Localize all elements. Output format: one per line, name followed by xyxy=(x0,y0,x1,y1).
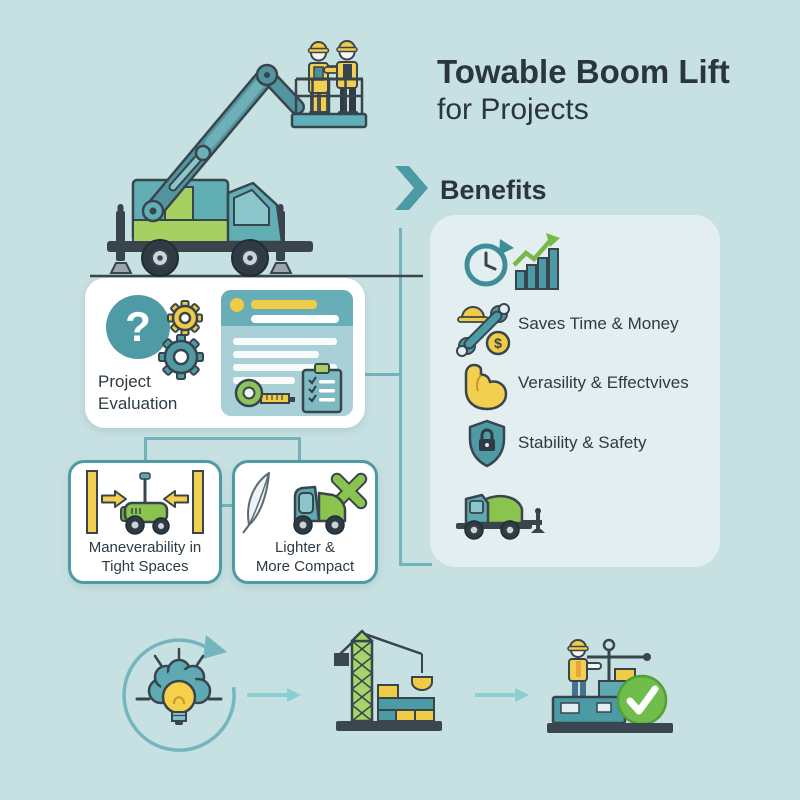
benefits-panel: $ Saves Time & Money Verasility & Effect… xyxy=(430,215,720,567)
feature-line2: More Compact xyxy=(255,557,355,575)
arrow-right-icon xyxy=(101,490,127,508)
idea-brain-bulb-icon xyxy=(122,635,236,752)
gear-small-icon xyxy=(167,300,203,336)
benefit-label-time-money: Saves Time & Money xyxy=(518,314,679,333)
crane-tower xyxy=(350,629,374,723)
document-panel-icon xyxy=(221,290,353,416)
boom-lift-illustration xyxy=(90,40,423,278)
title-line-sub: for Projects xyxy=(437,92,589,126)
compact-vehicle-icon xyxy=(293,485,347,535)
clock-growth-chart-icon xyxy=(464,233,560,290)
benefits-bottom-stub-connector xyxy=(399,563,432,566)
flow-arrow-icon xyxy=(475,688,529,702)
project-evaluation-graphics: ? xyxy=(106,290,353,416)
wheel-icon xyxy=(141,239,179,277)
tight-spaces-vehicle-icon xyxy=(86,470,204,535)
cycle-arrowhead-icon xyxy=(203,635,227,659)
feather-icon xyxy=(242,472,270,534)
feature-card-tight-spaces: Maneverability in Tight Spaces xyxy=(68,460,222,584)
page-title: Towable Boom Lift for Projects xyxy=(437,52,730,128)
feature-label-tight-spaces: Maneverability in Tight Spaces xyxy=(71,539,219,577)
feature-label-lighter-compact: Lighter & More Compact xyxy=(235,539,375,577)
question-circle-icon xyxy=(106,295,170,359)
approved-machine-worker-icon xyxy=(547,638,673,733)
hardhat-wrench-money-icon: $ xyxy=(456,303,511,357)
bracket-horizontal-connector xyxy=(144,437,301,440)
wheel-icon xyxy=(231,239,269,277)
evaluation-branch-connector xyxy=(363,373,401,376)
lightbulb-icon xyxy=(161,679,197,725)
feature-cards-connector xyxy=(213,504,235,507)
crane-loading-icon xyxy=(334,629,442,731)
benefit-label-versatility: Verasility & Effectvives xyxy=(518,373,689,392)
benefits-vertical-connector xyxy=(399,228,402,566)
shield-lock-icon xyxy=(468,419,506,468)
counterweight xyxy=(334,653,349,666)
bicep-strength-icon xyxy=(464,363,508,411)
project-evaluation-card: ? xyxy=(85,278,365,428)
dollar-sign: $ xyxy=(494,335,502,351)
gear-large-icon xyxy=(158,334,204,380)
worker-icon xyxy=(567,639,602,700)
check-circle-icon xyxy=(616,674,668,726)
feature-line1: Maneverability in xyxy=(88,539,202,556)
outrigger-left-icon xyxy=(109,204,133,274)
hoisted-load xyxy=(411,676,433,691)
evaluation-label-line1: Project xyxy=(98,372,151,391)
bracket-right-drop-connector xyxy=(298,437,301,462)
benefits-heading: Benefits xyxy=(440,175,547,205)
feather-compact-vehicle-icon xyxy=(242,472,368,535)
basket xyxy=(290,77,368,129)
question-mark: ? xyxy=(125,303,151,350)
boom-arm xyxy=(141,63,305,223)
title-line-bold: Towable Boom Lift xyxy=(437,53,730,90)
bracket-left-drop-connector xyxy=(144,437,147,462)
feature-line2: Tight Spaces xyxy=(101,557,189,575)
machine-mast xyxy=(587,638,651,681)
feature-card-lighter-compact: Lighter & More Compact xyxy=(232,460,378,584)
machine-base-platform xyxy=(547,723,673,733)
evaluation-label-line2: Evaluation xyxy=(98,394,178,414)
towable-lift-trailer-icon xyxy=(456,493,545,540)
flow-arrow-icon xyxy=(247,688,301,702)
benefit-label-stability: Stability & Safety xyxy=(518,433,647,452)
chevron-right-icon xyxy=(395,166,428,210)
stacked-boxes xyxy=(377,684,435,722)
crane-base-platform xyxy=(336,721,442,731)
measuring-tape-icon xyxy=(234,378,295,408)
evaluation-label: Project Evaluation xyxy=(98,371,177,415)
checklist-clipboard-icon xyxy=(301,363,343,414)
arrow-left-icon xyxy=(163,490,189,508)
feature-line1: Lighter & xyxy=(274,539,336,556)
